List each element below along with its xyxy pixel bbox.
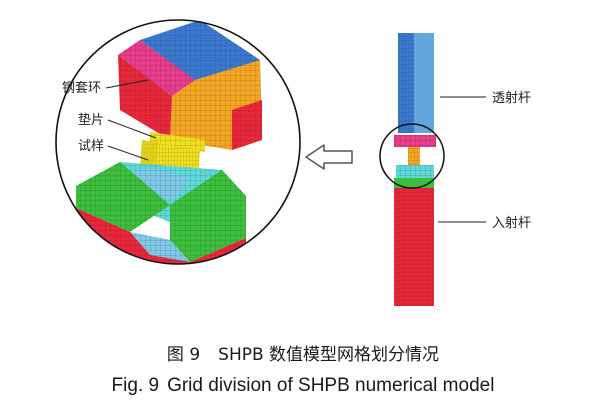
label-steel-ring: 钢套环: [62, 80, 101, 96]
figure-caption-chinese: 图 9 SHPB 数值模型网格划分情况: [0, 340, 606, 365]
lower-block: [60, 162, 246, 264]
caption-en-number: Fig. 9: [111, 375, 160, 396]
right-labels: 透射杆 入射杆: [438, 90, 531, 231]
figure-caption-english: Fig. 9 Grid division of SHPB numerical mo…: [0, 375, 606, 397]
caption-cn-number: 图 9: [166, 345, 201, 365]
hollow-left-arrow-icon: [305, 144, 353, 170]
label-specimen: 试样: [78, 139, 104, 154]
bar-assembly: [394, 33, 436, 306]
upper-gasket: [150, 132, 205, 152]
upper-block: [118, 20, 262, 150]
magnify-circle: [55, 19, 301, 265]
label-transmission-bar: 透射杆: [492, 90, 531, 106]
caption-en-title: Grid division of SHPB numerical model: [167, 375, 495, 396]
shpb-model-figure: 钢套环 垫片 试样 透射杆 入射杆: [55, 19, 531, 306]
magnified-view: [60, 20, 262, 264]
caption-cn-title: SHPB 数值模型网格划分情况: [218, 345, 440, 365]
left-labels: 钢套环 垫片 试样: [62, 79, 157, 161]
label-gasket: 垫片: [78, 112, 104, 128]
label-incident-bar: 入射杆: [492, 215, 531, 231]
detail-circle: [379, 123, 445, 189]
